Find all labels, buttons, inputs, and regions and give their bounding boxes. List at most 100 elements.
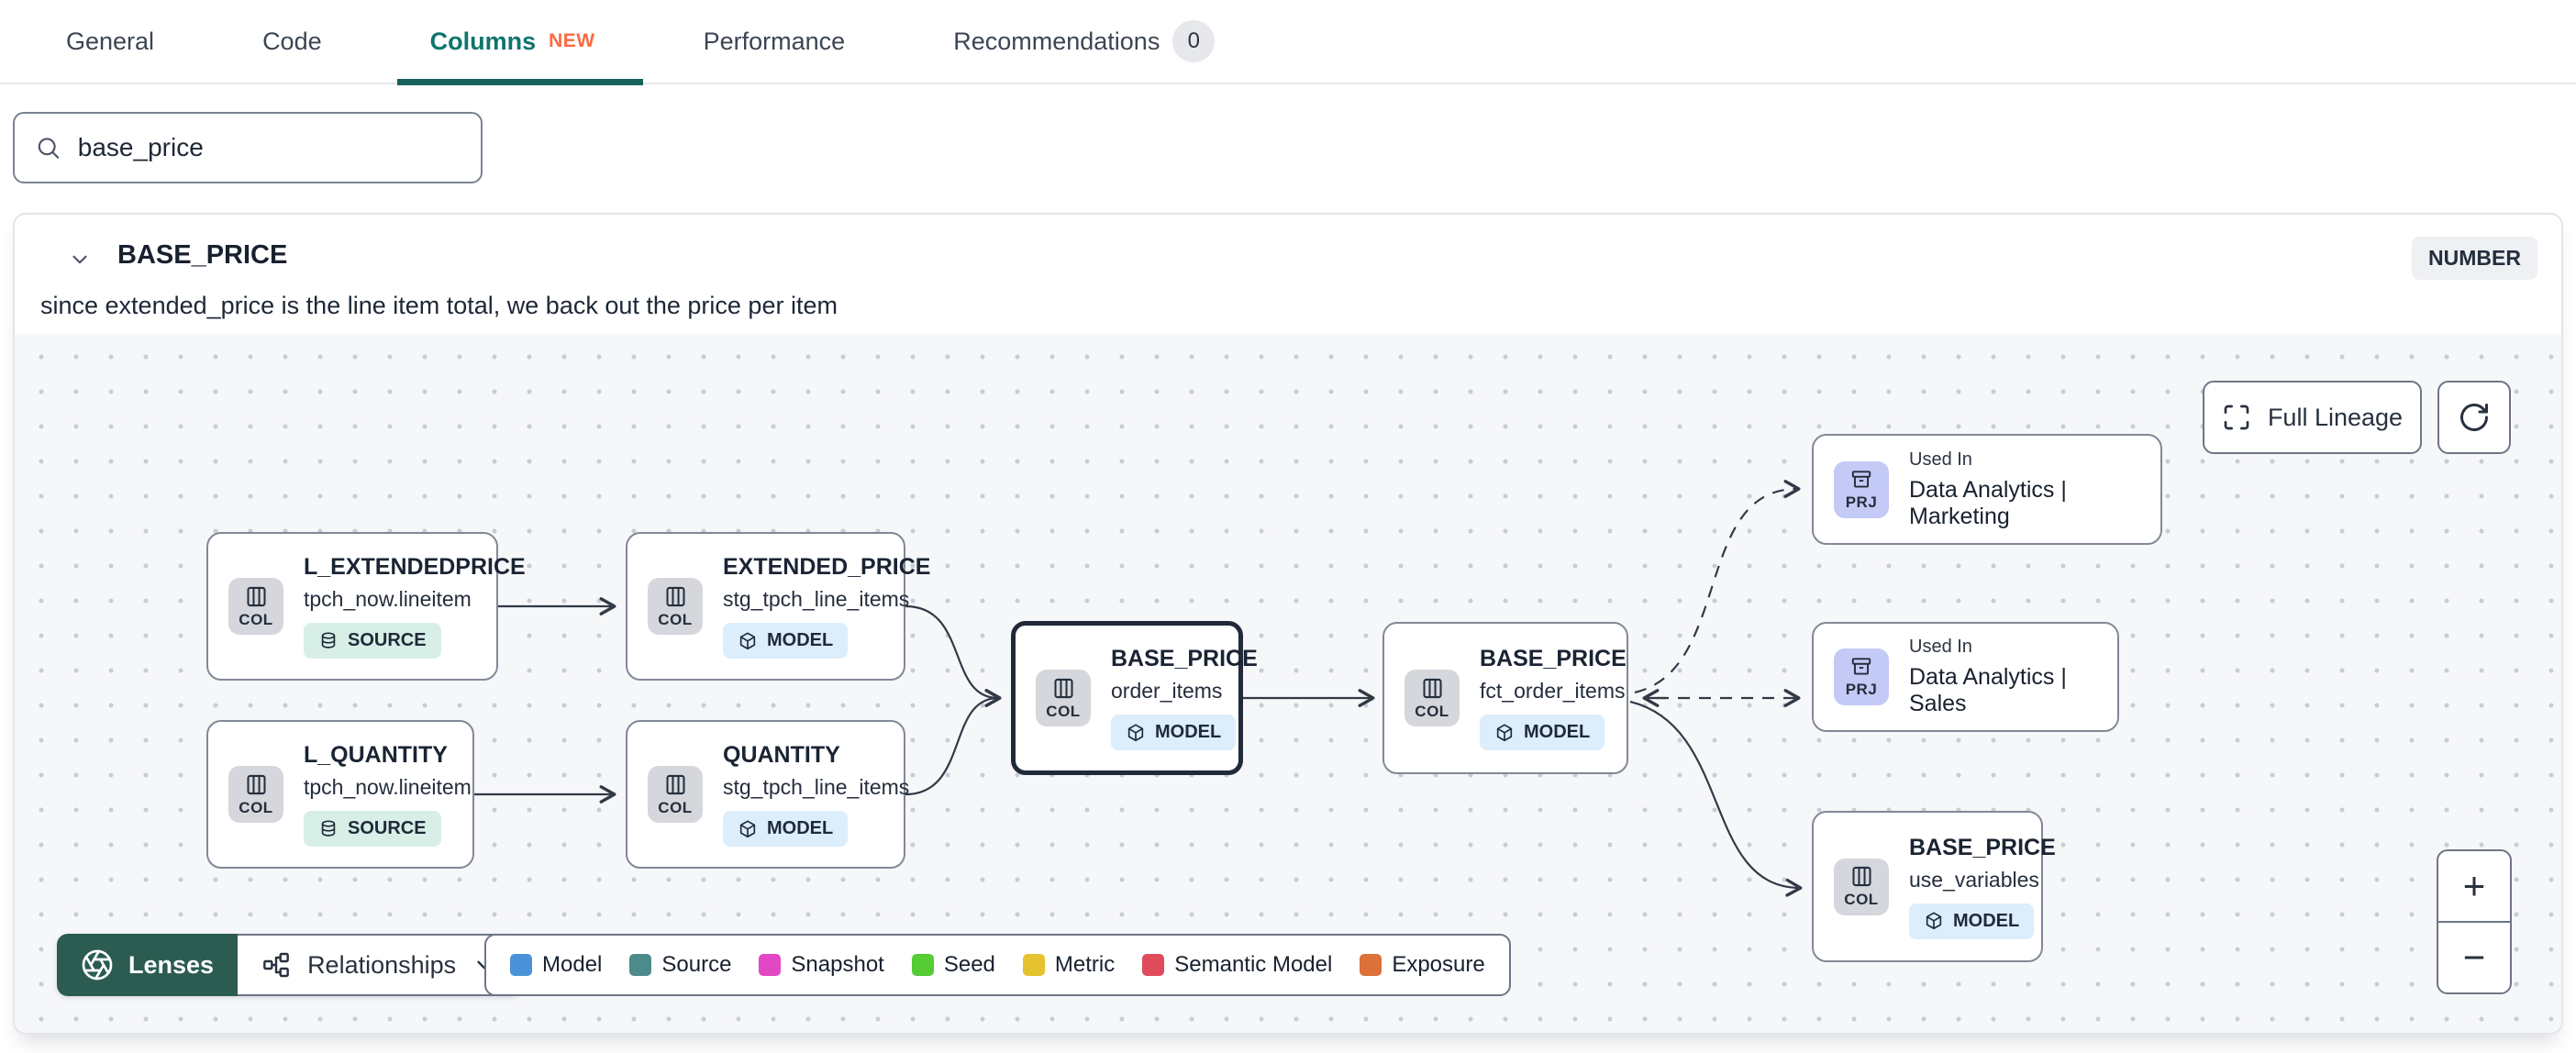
tab-label: Columns (429, 27, 537, 55)
node-subtitle: stg_tpch_line_items (723, 775, 910, 799)
column-panel-header: BASE_PRICE NUMBER since extended_price i… (15, 215, 2561, 334)
node-title: L_EXTENDEDPRICE (304, 554, 526, 580)
tab-recommendations[interactable]: Recommendations 0 (953, 0, 1216, 83)
node-title: BASE_PRICE (1909, 834, 2056, 860)
archive-icon (1851, 658, 1871, 675)
cube-icon (1127, 723, 1144, 741)
legend-label: Model (542, 952, 603, 977)
project-kind-icon: PRJ (1834, 460, 1889, 518)
kind-label: COL (1415, 702, 1449, 720)
lineage-node-quantity[interactable]: COL QUANTITY stg_tpch_line_items MODEL (626, 720, 909, 869)
tab-label: Performance (703, 27, 846, 55)
column-kind-icon: COL (228, 578, 283, 635)
full-lineage-button[interactable]: Full Lineage (2203, 381, 2422, 454)
zoom-out-button[interactable]: − (2462, 936, 2486, 979)
lenses-group: Lenses Relationships (57, 934, 523, 996)
columns-icon (246, 774, 266, 794)
collapse-chevron-icon[interactable] (68, 248, 92, 272)
kind-label: COL (1844, 891, 1879, 908)
legend-item-snapshot: Snapshot (759, 952, 884, 978)
legend-item-seed: Seed (911, 952, 995, 978)
lineage-edges (474, 480, 1803, 897)
zoom-controls: + − (2437, 849, 2512, 994)
relationships-dropdown[interactable]: Relationships (238, 934, 523, 996)
node-subtitle: tpch_now.lineitem (304, 775, 472, 799)
metric-swatch (1022, 954, 1045, 976)
lineage-node-l-extendedprice[interactable]: COL L_EXTENDEDPRICE tpch_now.lineitem SO… (206, 532, 526, 681)
column-search[interactable] (13, 112, 483, 183)
kind-label: PRJ (1845, 493, 1878, 511)
cube-icon (739, 631, 756, 649)
node-title: Data Analytics | Marketing (1909, 476, 2067, 529)
project-kind-icon: PRJ (1834, 648, 1889, 705)
kind-label: PRJ (1845, 681, 1878, 698)
archive-icon (1851, 470, 1871, 488)
lineage-node-used-in-marketing[interactable]: PRJ Used In Data Analytics | Marketing (1812, 434, 2162, 545)
model-badge: MODEL (1909, 903, 2035, 939)
columns-icon (1053, 678, 1073, 698)
legend-item-model: Model (510, 952, 602, 978)
model-badge: MODEL (723, 811, 849, 847)
lineage-node-extended-price[interactable]: COL EXTENDED_PRICE stg_tpch_line_items M… (626, 532, 930, 681)
tab-label: Code (262, 27, 322, 55)
lenses-label: Lenses (128, 950, 215, 979)
edge-fct-marketing (1634, 480, 1801, 694)
column-kind-icon: COL (648, 578, 703, 635)
column-kind-icon: COL (228, 766, 283, 823)
cube-icon (1926, 912, 1942, 930)
node-subtitle: tpch_now.lineitem (304, 587, 472, 611)
search-icon (38, 138, 60, 159)
node-title: QUANTITY (723, 742, 840, 768)
lineage-node-base-price-order-items[interactable]: COL BASE_PRICE order_items MODEL (1011, 621, 1258, 775)
tab-columns[interactable]: Columns NEW (396, 0, 643, 85)
refresh-icon (2460, 404, 2488, 432)
node-title: EXTENDED_PRICE (723, 554, 931, 580)
refresh-button[interactable] (2437, 381, 2511, 454)
lineage-node-base-price-use-variables[interactable]: COL BASE_PRICE use_variables MODEL (1812, 811, 2056, 962)
kind-label: COL (239, 798, 273, 816)
node-subtitle: order_items (1111, 679, 1223, 703)
lineage-node-used-in-sales[interactable]: PRJ Used In Data Analytics | Sales (1812, 622, 2119, 732)
columns-icon (1851, 866, 1871, 887)
edge-extendedprice-baseprice (905, 604, 1002, 707)
source-badge: SOURCE (304, 811, 441, 847)
legend-label: Source (661, 952, 732, 977)
columns-icon (1422, 678, 1442, 698)
badge-label: MODEL (767, 630, 834, 650)
node-title: BASE_PRICE (1111, 646, 1258, 671)
database-icon (321, 819, 336, 837)
snapshot-swatch (759, 954, 782, 976)
legend-label: Exposure (1392, 952, 1485, 977)
search-input[interactable] (77, 133, 461, 162)
source-badge: SOURCE (304, 623, 441, 659)
column-type-badge: NUMBER (2412, 237, 2537, 280)
kind-label: COL (239, 610, 273, 628)
lineage-node-base-price-fct-order-items[interactable]: COL BASE_PRICE fct_order_items MODEL (1382, 622, 1628, 774)
edge-quantity-baseprice (905, 689, 1002, 796)
column-title: BASE_PRICE (117, 240, 288, 270)
lineage-canvas[interactable]: COL L_EXTENDEDPRICE tpch_now.lineitem SO… (15, 334, 2561, 1033)
lenses-button[interactable]: Lenses (57, 934, 239, 996)
column-kind-icon: COL (1834, 858, 1889, 915)
column-kind-icon: COL (1036, 670, 1091, 726)
legend-item-exposure: Exposure (1360, 952, 1485, 978)
used-in-label: Used In (1909, 637, 1972, 657)
zoom-in-button[interactable]: + (2438, 851, 2510, 923)
legend-item-metric: Metric (1022, 952, 1116, 978)
cube-icon (1496, 723, 1513, 741)
tab-performance[interactable]: Performance (704, 0, 846, 83)
column-kind-icon: COL (1405, 670, 1460, 726)
relationships-icon (263, 952, 289, 978)
database-icon (321, 631, 336, 648)
tab-code[interactable]: Code (262, 0, 322, 83)
legend-item-semantic-model: Semantic Model (1142, 952, 1332, 978)
lineage-node-l-quantity[interactable]: COL L_QUANTITY tpch_now.lineitem SOURCE (206, 720, 474, 869)
legend-label: Metric (1054, 952, 1116, 977)
model-swatch (510, 954, 532, 976)
semantic-model-swatch (1142, 954, 1165, 976)
tab-general[interactable]: General (66, 0, 154, 83)
exposure-swatch (1360, 954, 1382, 976)
tab-label: Recommendations (953, 27, 1160, 55)
relationships-label: Relationships (307, 950, 457, 979)
badge-label: SOURCE (348, 630, 427, 650)
